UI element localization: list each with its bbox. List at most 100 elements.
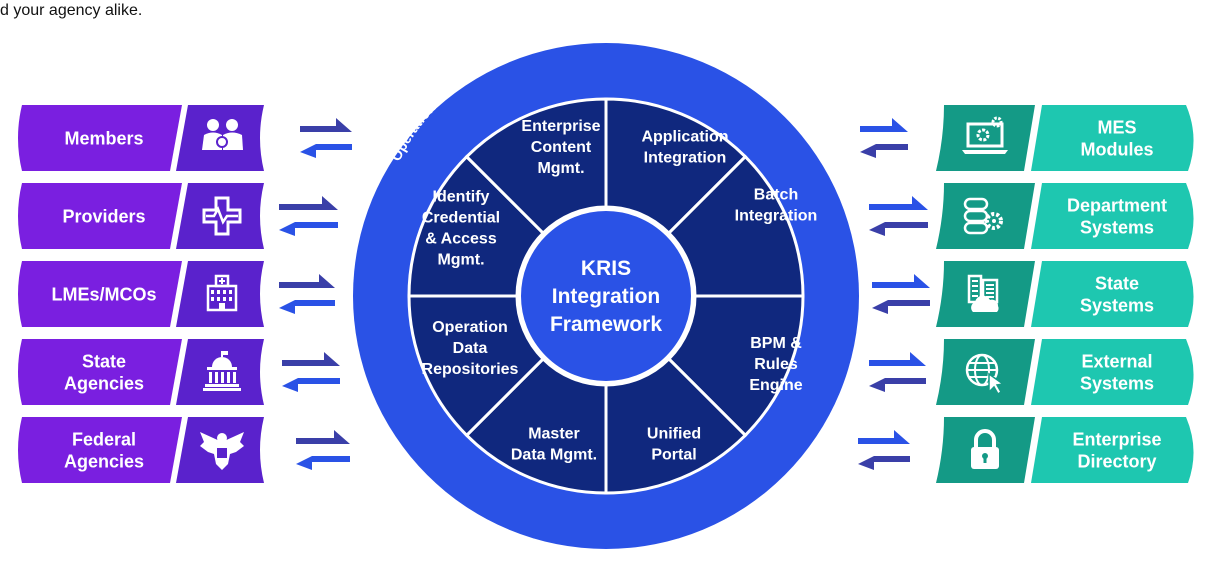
segment-label-line: & Access bbox=[425, 230, 497, 247]
segment-label-line: Master bbox=[528, 425, 580, 442]
right-label-panel bbox=[1031, 261, 1194, 327]
right-item-label-line: Department bbox=[1067, 196, 1167, 216]
arrow-right bbox=[869, 196, 928, 210]
segment-label-line: Mgmt. bbox=[537, 160, 584, 177]
arrow-right bbox=[279, 196, 338, 210]
segment-label-line: Integration bbox=[644, 149, 727, 166]
arrow-left bbox=[279, 222, 338, 236]
left-item-label: Providers bbox=[62, 207, 145, 227]
right-item-label-line: Systems bbox=[1080, 374, 1154, 394]
left-item-label-line: Agencies bbox=[64, 374, 144, 394]
hospital-icon bbox=[206, 274, 238, 312]
center-line-1: KRIS bbox=[581, 257, 631, 280]
exchange-arrow-pair bbox=[869, 352, 926, 392]
globe-cursor-icon bbox=[965, 353, 1005, 396]
right-item-label-line: MES bbox=[1097, 118, 1136, 138]
right-item-label-line: Enterprise bbox=[1072, 430, 1161, 450]
segment-label-line: Credential bbox=[422, 209, 500, 226]
exchange-arrow-pair bbox=[279, 196, 338, 236]
segment-label-line: Operation bbox=[432, 319, 508, 336]
left-item-label-line: State bbox=[82, 352, 126, 372]
right-icon-panel bbox=[936, 105, 1035, 171]
segment-label-line: Application bbox=[641, 128, 728, 145]
right-label-panel bbox=[1031, 183, 1194, 249]
lock-icon bbox=[971, 429, 999, 469]
right-item-label-line: Systems bbox=[1080, 296, 1154, 316]
arrow-right bbox=[869, 352, 926, 366]
arrow-left bbox=[279, 300, 335, 314]
server-cloud-icon bbox=[967, 274, 999, 312]
family-icon bbox=[202, 119, 243, 150]
laptop-gear-icon bbox=[962, 116, 1008, 154]
segment-label-line: BPM & bbox=[750, 335, 802, 352]
right-label-panel bbox=[1031, 105, 1194, 171]
segment-label-line: Rules bbox=[754, 356, 798, 373]
eagle-icon bbox=[200, 432, 244, 470]
segment-label-line: Data Mgmt. bbox=[511, 446, 597, 463]
segment-label-line: Mgmt. bbox=[437, 251, 484, 268]
exchange-arrow-pair bbox=[296, 430, 350, 470]
segment-label-line: Engine bbox=[749, 377, 802, 394]
left-item-label-line: Providers bbox=[62, 207, 145, 227]
exchange-arrow-pair bbox=[860, 118, 908, 158]
ring-label-top: Security & Standards bbox=[532, 11, 680, 40]
left-item-label-line: LMEs/MCOs bbox=[51, 285, 156, 305]
exchange-arrows bbox=[279, 118, 930, 470]
left-label-panel bbox=[18, 183, 182, 249]
right-item-label-line: Modules bbox=[1080, 140, 1153, 160]
left-item-label: LMEs/MCOs bbox=[51, 285, 156, 305]
arrow-right bbox=[872, 274, 930, 288]
segment-label-line: Content bbox=[531, 139, 592, 156]
left-label-panel bbox=[18, 339, 182, 405]
left-icon-panel bbox=[176, 339, 264, 405]
arrow-left bbox=[869, 222, 928, 236]
left-item-label-line: Agencies bbox=[64, 452, 144, 472]
segment-label-line: Portal bbox=[651, 446, 696, 463]
arrow-right bbox=[858, 430, 910, 444]
arrow-left bbox=[858, 456, 910, 470]
arrow-right bbox=[296, 430, 350, 444]
arrow-right bbox=[279, 274, 335, 288]
segment-label-line: Enterprise bbox=[521, 118, 600, 135]
left-label-panel bbox=[18, 417, 182, 483]
segment-label-line: Integration bbox=[735, 207, 818, 224]
medical-cross-icon bbox=[202, 196, 242, 236]
left-item-label-line: Members bbox=[64, 129, 143, 149]
database-gear-icon bbox=[963, 197, 1003, 235]
arrow-left bbox=[869, 378, 926, 392]
exchange-arrow-pair bbox=[300, 118, 352, 158]
arrow-right bbox=[860, 118, 908, 132]
arrow-left bbox=[300, 144, 352, 158]
exchange-arrow-pair bbox=[858, 430, 910, 470]
center-hub bbox=[517, 207, 695, 385]
left-label-panel bbox=[18, 261, 182, 327]
exchange-arrow-pair bbox=[869, 196, 928, 236]
segment-label-line: Batch bbox=[754, 186, 798, 203]
capitol-icon bbox=[203, 351, 241, 391]
segment-label-line: Unified bbox=[647, 425, 701, 442]
arrow-left bbox=[872, 300, 930, 314]
intro-text: d your agency alike. bbox=[0, 2, 143, 19]
segment-label-line: Repositories bbox=[422, 361, 519, 378]
exchange-arrow-pair bbox=[872, 274, 930, 314]
arrow-right bbox=[282, 352, 340, 366]
exchange-arrow-pair bbox=[282, 352, 340, 392]
arrow-right bbox=[300, 118, 352, 132]
exchange-arrow-pair bbox=[279, 274, 335, 314]
right-icon-panel bbox=[936, 339, 1035, 405]
right-icon-panel bbox=[936, 183, 1035, 249]
